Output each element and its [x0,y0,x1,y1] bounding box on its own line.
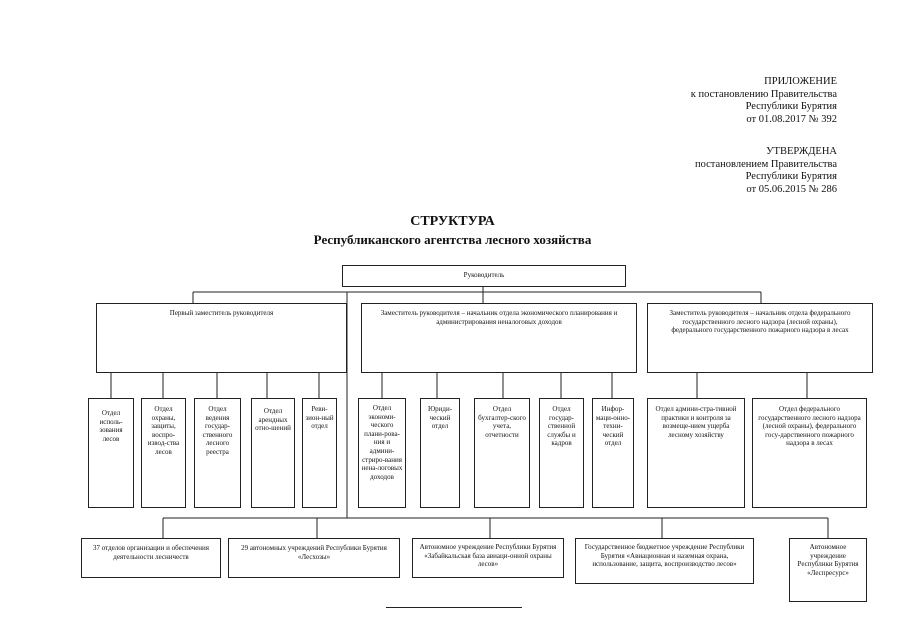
department-economic-planning-label: Отдел экономи-ческого плани-рова-ния и а… [361,404,403,481]
department-forest-use-label: Отдел исполь-зования лесов [99,409,123,443]
subordinate-lespresurs-label: Автономное учреждение Республики Бурятия… [797,543,859,577]
department-federal-supervision-label: Отдел федерального государственного лесн… [758,405,861,448]
department-audit-label: Реви-зион-ный отдел [305,405,334,431]
appendix-date-line: от 01.08.2017 № 392 [746,113,837,125]
supervision-deputy-label: Заместитель руководителя – начальник отд… [669,309,851,335]
approved-decree-line: постановлением Правительства [694,158,837,170]
subordinate-aviation-ground-protection: Государственное бюджетное учреждение Рес… [575,538,754,584]
department-forest-protection: Отдел охраны, защиты, воспро-извод-ства … [141,398,186,508]
department-federal-supervision: Отдел федерального государственного лесн… [752,398,867,508]
subordinate-lespresurs: Автономное учреждение Республики Бурятия… [789,538,867,602]
economic-deputy-box: Заместитель руководителя – начальник отд… [361,303,637,373]
department-administrative-practice-label: Отдел админи-стра-тивной практики и конт… [655,405,737,439]
subordinate-aviation-ground-protection-label: Государственное бюджетное учреждение Рес… [584,543,745,569]
department-civil-service: Отдел государ-ственной службы и кадров [539,398,584,508]
department-forest-use: Отдел исполь-зования лесов [88,398,134,508]
first-deputy-box: Первый заместитель руководителя [96,303,347,373]
department-administrative-practice: Отдел админи-стра-тивной практики и конт… [647,398,745,508]
department-lease: Отдел арендных отно-шений [251,398,295,508]
department-accounting-label: Отдел бухгалтер-ского учета, отчетности [478,405,526,439]
subordinate-leshozy-label: 29 автономных учреждений Республики Буря… [241,544,387,561]
department-forest-registry-label: Отдел ведения государ-ственного лесного … [202,405,233,456]
department-legal: Юриди-ческий отдел [420,398,460,508]
subordinate-aviation-base-label: Автономное учреждение Республики Бурятия… [419,543,557,569]
department-economic-planning: Отдел экономи-ческого плани-рова-ния и а… [358,398,406,508]
approved-block: УТВЕРЖДЕНА постановлением Правительства … [695,146,837,196]
page-title: СТРУКТУРА [410,214,495,229]
department-accounting: Отдел бухгалтер-ского учета, отчетности [474,398,530,508]
department-forest-protection-label: Отдел охраны, защиты, воспро-извод-ства … [147,405,180,456]
subordinate-forestry-units-label: 37 отделов организации и обеспечения дея… [92,544,210,561]
head-label: Руководитель [463,271,505,279]
approved-republic-line: Республики Бурятия [745,171,837,182]
appendix-decree-line: к постановлению Правительства [690,88,837,100]
approved-label: УТВЕРЖДЕНА [766,146,837,157]
appendix-label: ПРИЛОЖЕНИЕ [764,76,837,87]
subordinate-leshozy: 29 автономных учреждений Республики Буря… [228,538,400,578]
department-legal-label: Юриди-ческий отдел [427,405,453,431]
first-deputy-label: Первый заместитель руководителя [169,309,274,317]
subordinate-forestry-units: 37 отделов организации и обеспечения дея… [81,538,221,578]
appendix-republic-line: Республики Бурятия [745,101,837,112]
supervision-deputy-box: Заместитель руководителя – начальник отд… [647,303,873,373]
subordinate-aviation-base: Автономное учреждение Республики Бурятия… [412,538,564,578]
appendix-block: ПРИЛОЖЕНИЕ к постановлению Правительства… [691,76,837,126]
department-audit: Реви-зион-ный отдел [302,398,337,508]
department-lease-label: Отдел арендных отно-шений [255,407,291,433]
head-box: Руководитель [342,265,626,287]
department-forest-registry: Отдел ведения государ-ственного лесного … [194,398,241,508]
department-civil-service-label: Отдел государ-ственной службы и кадров [547,405,576,448]
department-it-label: Инфор-маци-онно-техни-ческий отдел [595,405,631,448]
approved-date-line: от 05.06.2015 № 286 [746,183,837,195]
department-it: Инфор-маци-онно-техни-ческий отдел [592,398,634,508]
footer-rule [386,607,522,608]
page-subtitle: Республиканского агентства лесного хозяй… [313,232,592,247]
economic-deputy-label: Заместитель руководителя – начальник отд… [380,309,618,326]
